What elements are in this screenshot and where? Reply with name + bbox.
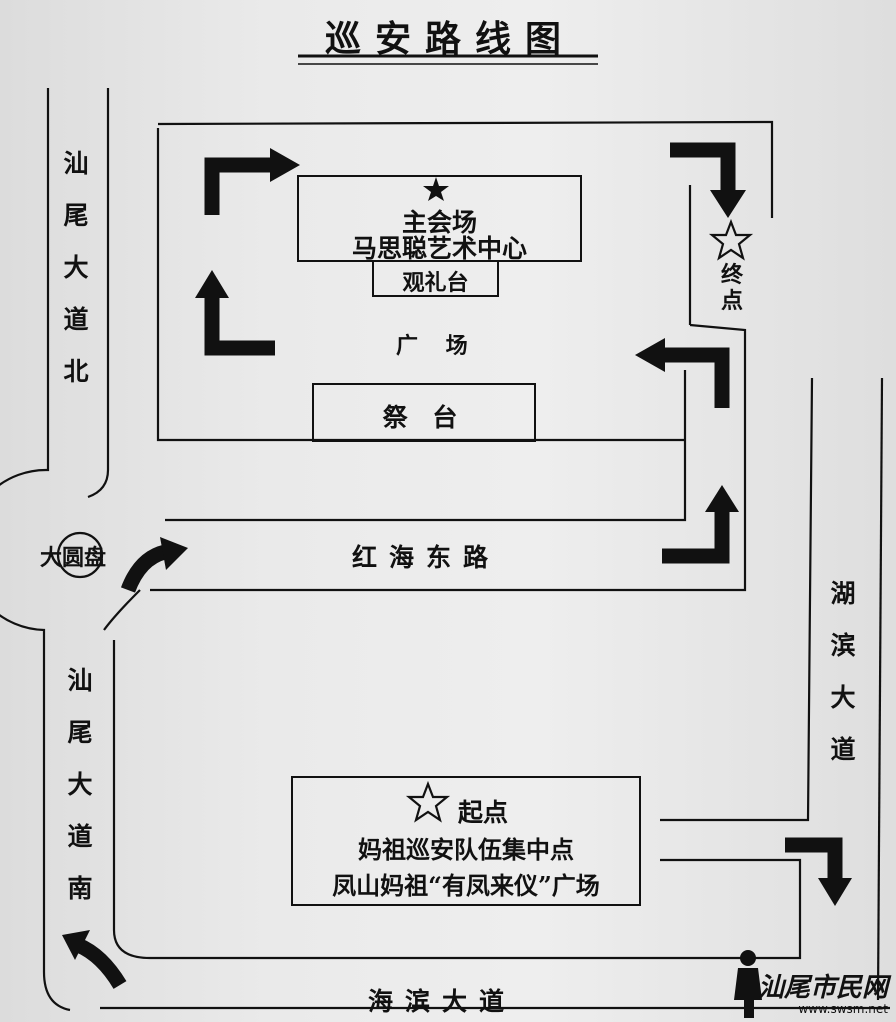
arrow-head bbox=[705, 485, 739, 512]
route-arrow-icon bbox=[665, 347, 730, 408]
road-hongdong-lower bbox=[150, 323, 747, 592]
route-arrow-icon bbox=[74, 938, 127, 989]
plaza-label: 广 场 bbox=[396, 333, 478, 359]
watermark-url: www.swsm.net bbox=[798, 1002, 888, 1016]
road-hubin-outer bbox=[876, 377, 884, 1001]
start-point-line1: 妈祖巡安队伍集中点 bbox=[358, 835, 574, 864]
arrow-head bbox=[818, 878, 852, 906]
road-label-haibin: 海滨大道 bbox=[368, 987, 517, 1016]
main-venue-line1: 主会场 bbox=[401, 208, 477, 237]
arrow-head bbox=[195, 270, 229, 298]
road-hongdong-upper bbox=[165, 370, 687, 522]
road-left-south-inner bbox=[112, 640, 802, 960]
plaza-top-road bbox=[157, 120, 774, 218]
route-arrow-icon bbox=[662, 512, 730, 564]
arrow-heads bbox=[62, 148, 852, 960]
altar-label: 祭 台 bbox=[382, 403, 466, 432]
route-arrow-icon bbox=[785, 837, 843, 878]
buildings bbox=[291, 175, 641, 906]
route-arrow-icon bbox=[204, 298, 275, 356]
main-venue-line2: 马思聪艺术中心 bbox=[351, 234, 527, 263]
viewing-stand-box bbox=[372, 260, 499, 297]
arrow-head bbox=[710, 190, 746, 218]
arrow-head bbox=[635, 338, 665, 372]
roundabout-marker bbox=[56, 531, 104, 579]
watermark-name: 汕尾市民网 bbox=[757, 973, 888, 1003]
map-title: 巡安路线图 bbox=[324, 18, 575, 60]
altar-box bbox=[312, 383, 536, 442]
road-label-shanwei-north: 汕尾大道北 bbox=[63, 149, 89, 386]
watermark: 汕尾市民网 www.swsm.net bbox=[758, 974, 888, 1016]
route-arrow-icon bbox=[670, 142, 736, 190]
start-point-line2: 凤山妈祖“有凤来仪”广场 bbox=[332, 871, 600, 900]
viewing-stand-label: 观礼台 bbox=[402, 270, 469, 296]
road-left-north-inner bbox=[87, 88, 110, 499]
road-left-inner-corner bbox=[103, 589, 141, 631]
road-label-hongdong: 红海东路 bbox=[352, 543, 501, 572]
road-label-hubin: 湖滨大道 bbox=[830, 579, 856, 764]
person-silhouette-icon bbox=[734, 950, 762, 1018]
road-label-shanwei-south: 汕尾大道南 bbox=[67, 666, 93, 903]
end-point-label: 终点 bbox=[720, 262, 743, 314]
hollow-star-icon bbox=[405, 780, 451, 823]
route-arrow-icon bbox=[204, 157, 270, 215]
road-lines bbox=[0, 88, 890, 1012]
filled-star-icon bbox=[423, 177, 449, 201]
arrow-head bbox=[160, 537, 188, 570]
route-arrow-icon bbox=[120, 544, 168, 593]
road-left-outer bbox=[0, 88, 71, 1012]
route-arrows bbox=[74, 142, 843, 989]
road-hubin-branch bbox=[660, 858, 802, 875]
start-point-box bbox=[291, 776, 641, 906]
roundabout-label: 大圆盘 bbox=[40, 545, 107, 571]
arrow-head bbox=[270, 148, 300, 182]
hollow-star-icon bbox=[708, 218, 754, 261]
road-hubin-inner bbox=[660, 377, 814, 822]
arrow-head bbox=[62, 930, 90, 960]
start-point-label: 起点 bbox=[458, 798, 509, 827]
